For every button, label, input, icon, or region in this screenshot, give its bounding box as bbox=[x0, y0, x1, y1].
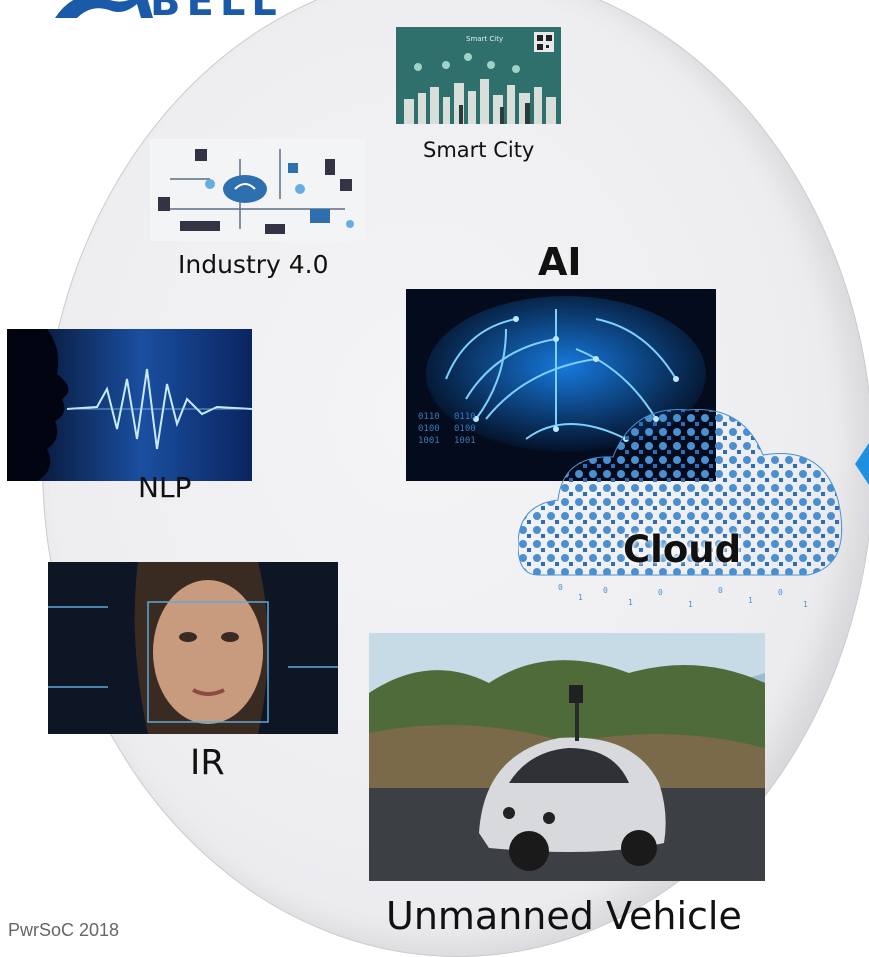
company-logo bbox=[55, 0, 153, 18]
nlp-label: NLP bbox=[138, 471, 192, 504]
svg-text:1: 1 bbox=[803, 600, 808, 609]
smart-city-label: Smart City bbox=[423, 138, 535, 162]
ai-brain-image: 0110 0100 1001 0110 0100 1001 bbox=[406, 289, 716, 481]
svg-text:1: 1 bbox=[748, 596, 753, 605]
svg-text:0: 0 bbox=[558, 583, 563, 592]
unmanned-vehicle-image bbox=[369, 633, 765, 881]
slide-marker bbox=[855, 443, 869, 485]
svg-text:0: 0 bbox=[778, 588, 783, 597]
smart-city-image-title: Smart City bbox=[466, 35, 503, 43]
industry-image bbox=[150, 139, 365, 241]
logo-text: BELL bbox=[150, 0, 283, 25]
ai-digits-2: 0100 bbox=[418, 424, 440, 434]
svg-text:0: 0 bbox=[658, 588, 663, 597]
unmanned-vehicle-label: Unmanned Vehicle bbox=[386, 894, 742, 938]
ir-label: IR bbox=[190, 743, 225, 783]
svg-text:0: 0 bbox=[603, 586, 608, 595]
ai-digits-6: 1001 bbox=[454, 436, 476, 446]
ai-digits-3: 1001 bbox=[418, 436, 440, 446]
svg-text:1: 1 bbox=[688, 600, 693, 609]
footer-text: PwrSoC 2018 bbox=[8, 920, 120, 940]
smart-city-image: Smart City bbox=[396, 27, 561, 124]
ir-face-image bbox=[48, 562, 338, 734]
cloud-label: Cloud bbox=[623, 528, 742, 571]
ai-label: AI bbox=[538, 240, 582, 284]
ai-digits-5: 0100 bbox=[454, 424, 476, 434]
ai-digits-1: 0110 bbox=[418, 412, 440, 422]
cloud-image: 0 1 0 1 0 1 0 1 0 1 bbox=[518, 409, 843, 609]
ai-digits-4: 0110 bbox=[454, 412, 476, 422]
nlp-image bbox=[7, 329, 252, 481]
svg-text:1: 1 bbox=[628, 598, 633, 607]
svg-text:1: 1 bbox=[578, 593, 583, 602]
svg-text:0: 0 bbox=[718, 586, 723, 595]
industry-label: Industry 4.0 bbox=[178, 250, 329, 279]
